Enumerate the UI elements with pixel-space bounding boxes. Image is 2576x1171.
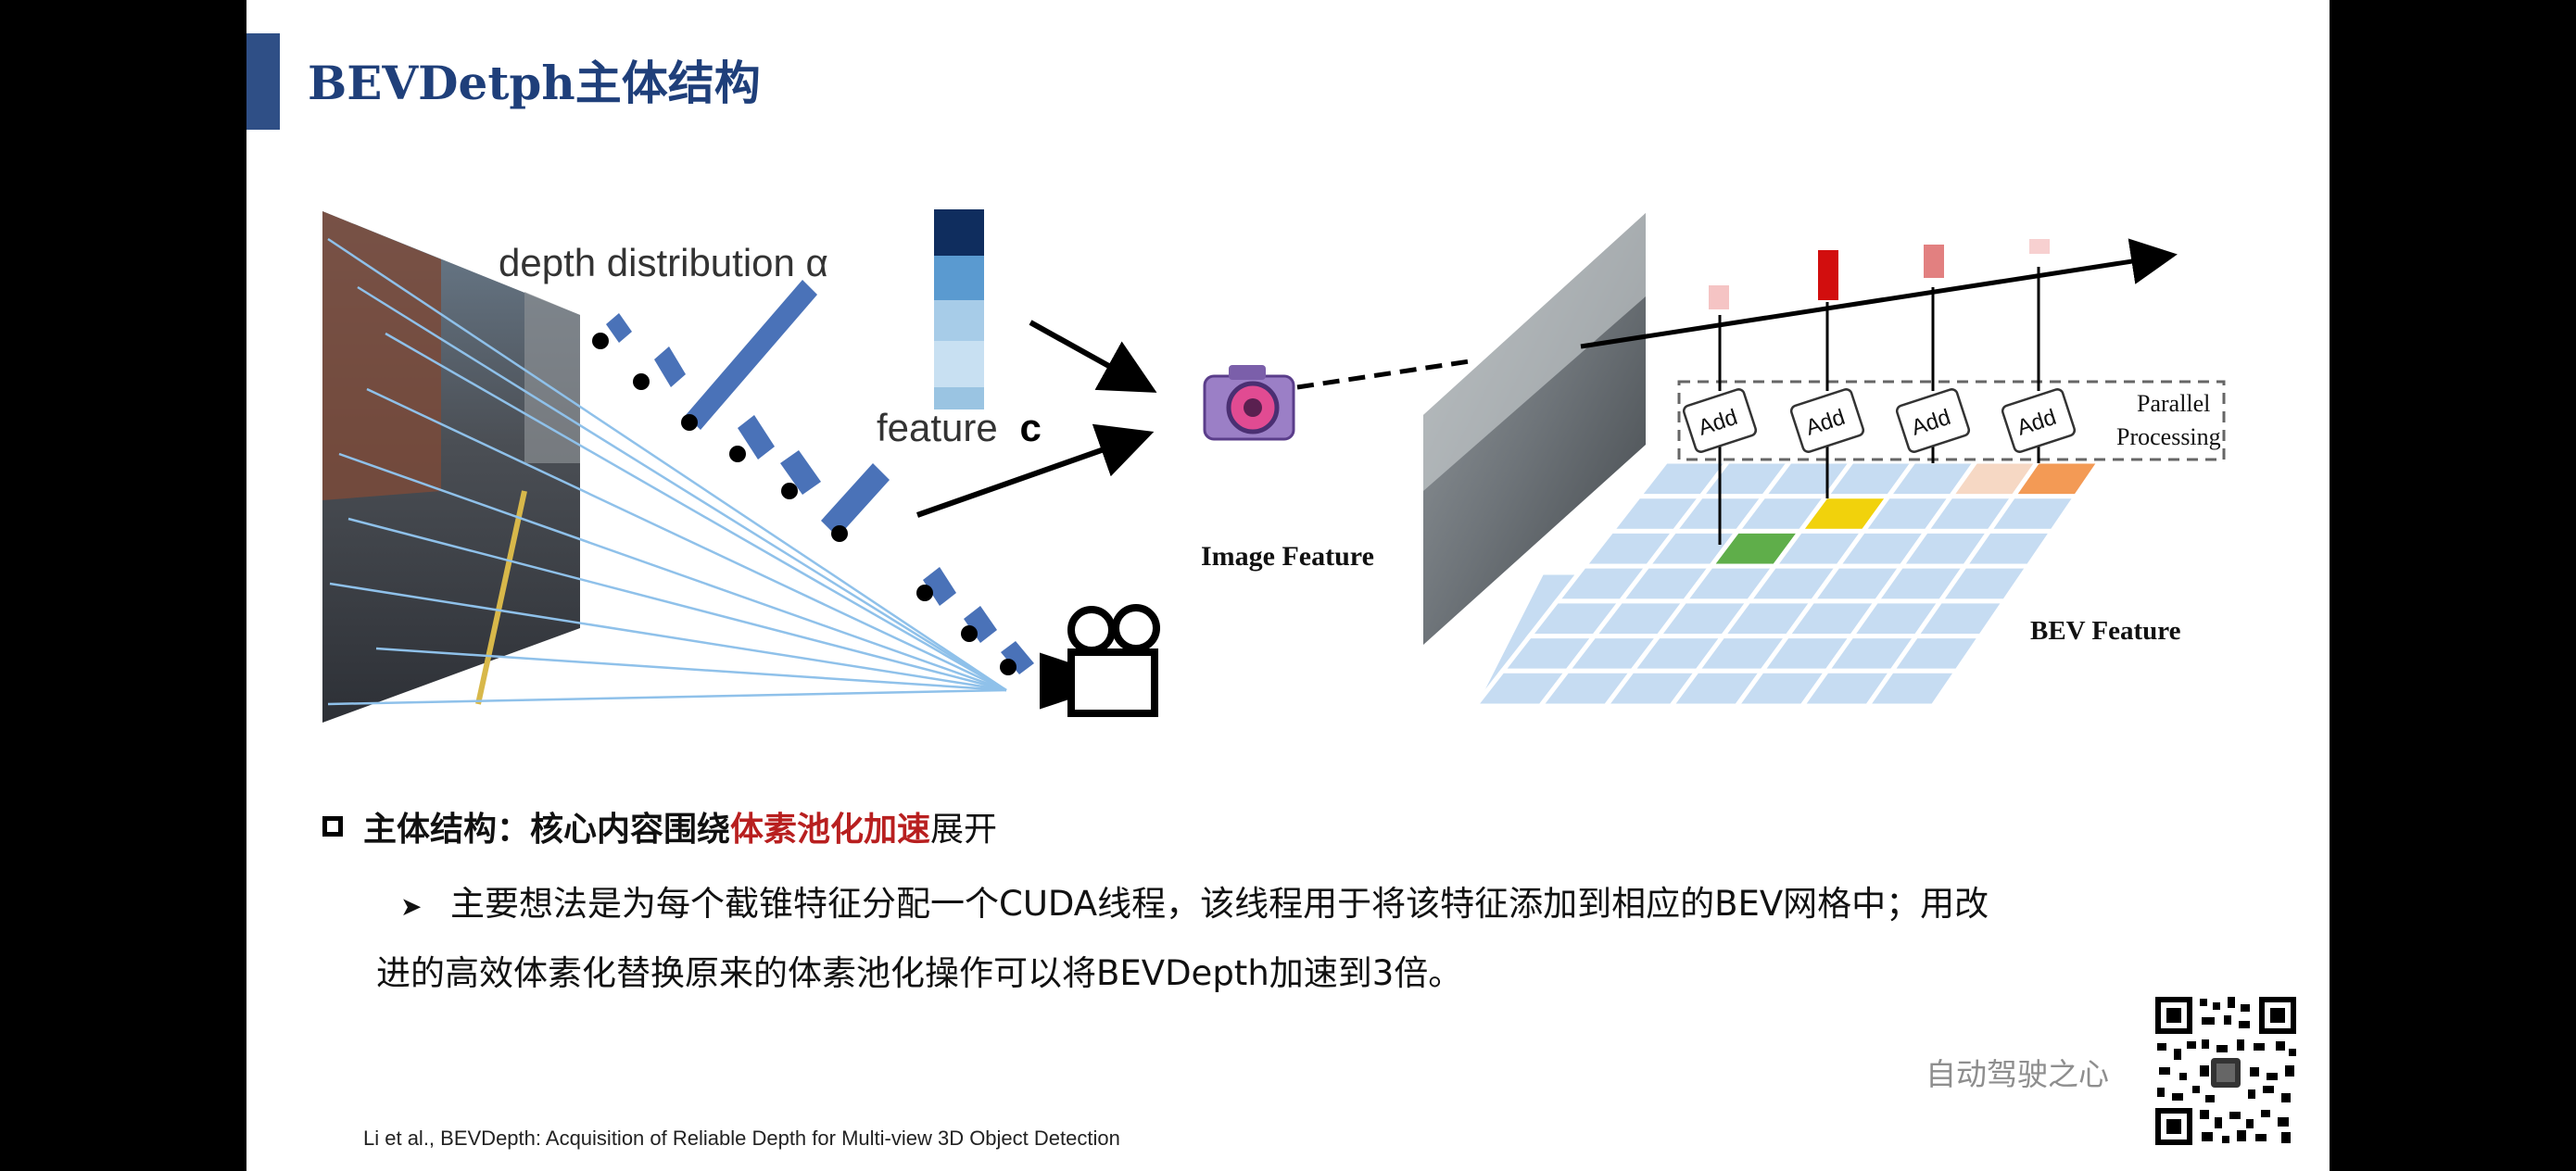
citation: Li et al., BEVDepth: Acquisition of Reli… <box>363 1127 1120 1150</box>
main-bullet: 主体结构：核心内容围绕体素池化加速展开 <box>322 802 997 850</box>
qr-code-icon <box>2152 993 2300 1149</box>
square-bullet-icon <box>322 816 343 837</box>
bullet-prefix: 主体结构：核心内容围绕 <box>363 811 731 849</box>
depth-distribution-label: depth distribution α <box>499 241 828 284</box>
parallel-label-2: Processing <box>2116 423 2221 450</box>
sub-bullet-line2: 进的高效体素化替换原来的体素池化操作可以将BEVDepth加速到3倍。 <box>376 953 1463 993</box>
video-camera-icon <box>1040 604 1160 717</box>
add-boxes: Add Add Add Add <box>1682 388 2077 453</box>
bullet-highlight: 体素池化加速 <box>730 811 931 849</box>
bev-feature-label: BEV Feature <box>2030 616 2181 646</box>
svg-text:feature c: feature c <box>877 406 1042 449</box>
slide-title: BEVDetph主体结构 <box>308 56 761 110</box>
slide: BEVDetph主体结构 <box>246 0 2330 1171</box>
watermark: 自动驾驶之心 <box>1926 1056 2109 1092</box>
bullet-suffix: 展开 <box>930 811 998 849</box>
sub-bullet-line1: 主要想法是为每个截锥特征分配一个CUDA线程，该线程用于将该特征添加到相应的BE… <box>450 884 1989 924</box>
bevdepth-figure: depth distribution α feature c Image Fea… <box>322 209 2226 723</box>
bev-cell <box>1863 668 1962 709</box>
feature-symbol: c <box>1019 406 1041 449</box>
image-feature-label: Image Feature <box>1201 541 1374 572</box>
title-accent-bar <box>246 33 280 130</box>
sub-bullet: ➤ 主要想法是为每个截锥特征分配一个CUDA线程，该线程用于将该特征添加到相应的B… <box>376 871 2330 1007</box>
feature-vector <box>934 209 984 409</box>
parallel-label-1: Parallel <box>2137 390 2210 417</box>
photo-camera-icon <box>1203 365 1295 441</box>
arrow-bullet-icon: ➤ <box>400 891 423 922</box>
feature-label: feature <box>877 406 998 449</box>
